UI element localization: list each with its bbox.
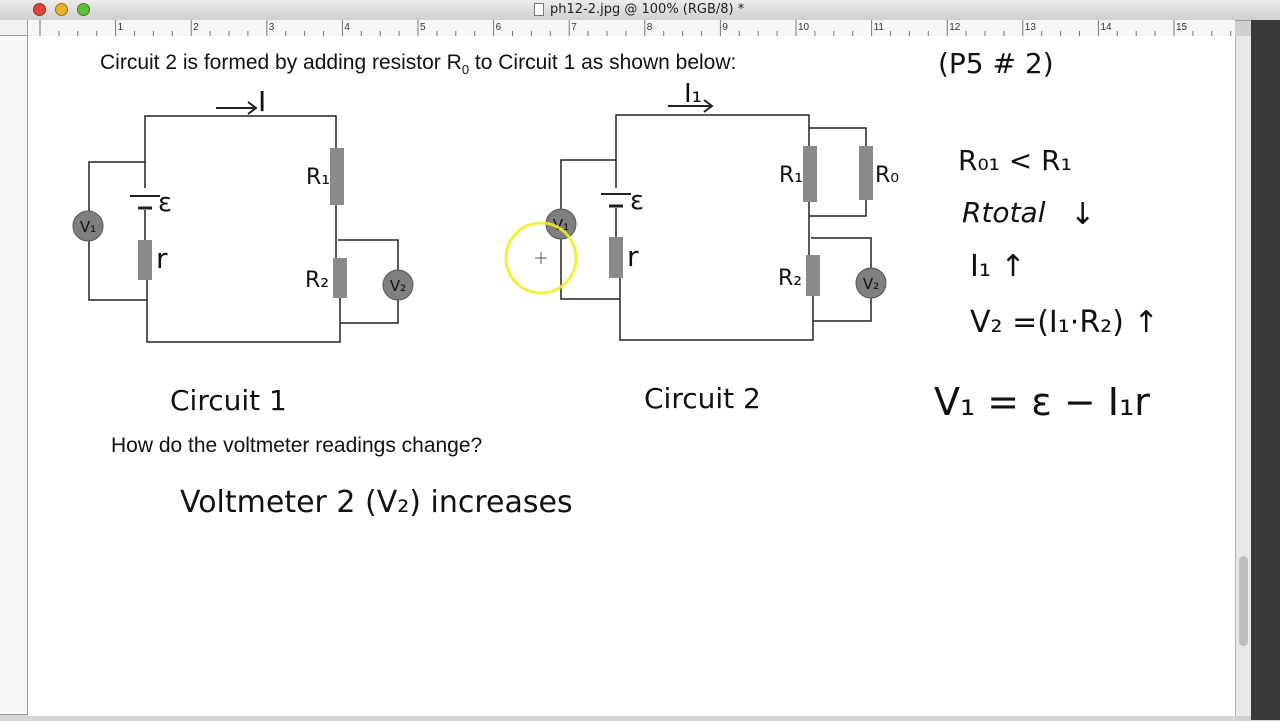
wire <box>809 200 867 217</box>
ruler-number: 7 <box>571 22 577 33</box>
ruler-number: 10 <box>798 22 810 33</box>
resistor-r1 <box>803 146 817 202</box>
reference-note: (P5 # 2) <box>938 47 1054 80</box>
resistor-r2 <box>333 258 347 298</box>
ruler-number: 3 <box>269 22 275 33</box>
ruler-number: 1 <box>118 22 124 33</box>
question-text: How do the voltmeter readings change? <box>111 434 482 457</box>
ruler-number: 12 <box>949 22 961 33</box>
ruler-origin[interactable] <box>0 20 28 36</box>
wire <box>340 298 399 324</box>
wire <box>338 239 399 272</box>
note-rtotal-arrow: ↓ <box>1070 197 1095 232</box>
minimize-window-icon[interactable] <box>55 3 68 16</box>
ruler-number: 9 <box>722 22 728 33</box>
wire <box>619 278 814 341</box>
panel-dock <box>1251 20 1280 720</box>
window-titlebar: ph12-2.jpg @ 100% (RGB/8) * <box>0 0 1280 21</box>
circuit-1 <box>88 101 399 343</box>
current-arrow-head <box>703 99 714 113</box>
wire <box>88 240 147 301</box>
note-v1-formula: V₁ = ε − I₁r <box>934 380 1150 424</box>
ruler-number: 15 <box>1176 22 1188 33</box>
circuit-2-caption: Circuit 2 <box>644 382 761 415</box>
resistor-r1 <box>330 148 344 205</box>
voltmeter-v2 <box>382 269 414 301</box>
note-rtotal: Rtotal <box>962 196 1046 229</box>
intro-text: Circuit 2 is formed by adding resistor R… <box>100 51 736 77</box>
document-canvas[interactable]: Circuit 2 is formed by adding resistor R… <box>28 36 1235 716</box>
current-arrow-head <box>247 101 258 115</box>
note-current-increase: I₁ ↑ <box>970 249 1026 284</box>
cursor-highlight-ring <box>504 221 578 295</box>
wire <box>560 238 620 300</box>
r2-label: R₂ <box>305 268 329 293</box>
ruler-number: 4 <box>344 22 350 33</box>
vertical-ruler[interactable] <box>0 36 28 716</box>
r1-label: R₁ <box>306 165 330 190</box>
ruler-number: 5 <box>420 22 426 33</box>
wire <box>146 280 341 343</box>
v1-label: V₁ <box>553 216 569 234</box>
ruler-number: 14 <box>1100 22 1112 33</box>
wire <box>615 114 810 188</box>
ruler-number: 13 <box>1025 22 1037 33</box>
resistor-r0 <box>859 146 873 200</box>
window-title: ph12-2.jpg @ 100% (RGB/8) * <box>550 2 745 17</box>
slide-image: Circuit 2 is formed by adding resistor R… <box>72 47 1159 520</box>
scrollbar-thumb[interactable] <box>1239 556 1248 646</box>
wire <box>811 237 872 270</box>
wire <box>88 161 145 212</box>
r0-label: R₀ <box>875 163 899 188</box>
circuit-2 <box>560 99 872 341</box>
document-icon <box>534 3 544 16</box>
r-label: r <box>156 242 168 275</box>
wire <box>813 296 872 322</box>
r1-label: R₁ <box>779 163 803 188</box>
internal-resistor <box>138 240 152 280</box>
v1-label: V₁ <box>80 218 96 236</box>
v2-label: V₂ <box>390 277 406 295</box>
ruler-number: 2 <box>193 22 199 33</box>
current-label: I₁ <box>684 79 702 109</box>
ruler-number: 8 <box>647 22 653 33</box>
ruler-number: 11 <box>874 22 885 33</box>
zoom-window-icon[interactable] <box>77 3 90 16</box>
ruler-number: 6 <box>496 22 502 33</box>
emf-label: ε <box>630 186 644 216</box>
r2-label: R₂ <box>778 266 802 291</box>
wire <box>809 127 867 146</box>
close-window-icon[interactable] <box>33 3 46 16</box>
voltmeter-v2 <box>855 267 887 299</box>
note-r0-less-r1: R₀₁ < R₁ <box>958 144 1072 177</box>
wire <box>560 159 616 210</box>
r-label: r <box>627 240 639 273</box>
crosshair-cursor-icon <box>535 252 547 264</box>
v2-label: V₂ <box>863 275 879 293</box>
note-v2-formula: V₂ =(I₁·R₂) ↑ <box>970 305 1159 340</box>
vertical-scrollbar[interactable] <box>1235 36 1251 716</box>
current-label: I <box>258 85 266 118</box>
circuit-1-caption: Circuit 1 <box>170 384 287 417</box>
emf-label: ε <box>158 188 172 218</box>
internal-resistor <box>609 237 623 278</box>
voltmeter-v1 <box>72 210 104 242</box>
answer-text: Voltmeter 2 (V₂) increases <box>180 485 573 520</box>
resistor-r2 <box>806 255 820 296</box>
wire <box>144 115 337 188</box>
